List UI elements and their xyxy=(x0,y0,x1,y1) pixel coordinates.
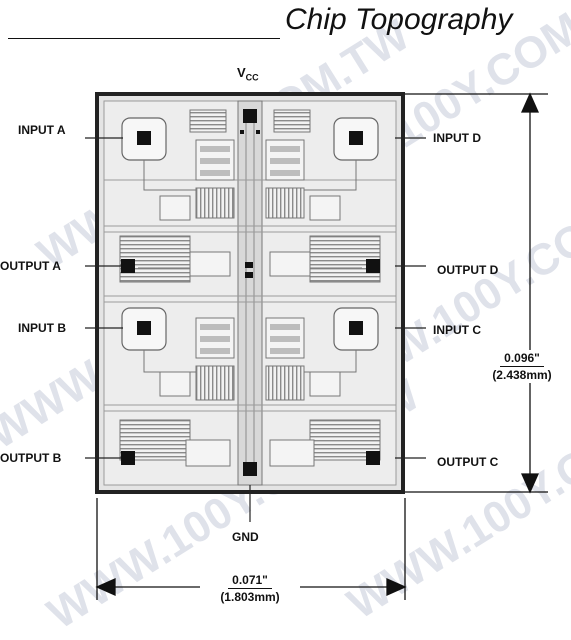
pin-label-input-c: INPUT C xyxy=(433,323,481,337)
height-dimension-label: 0.096" (2.438mm) xyxy=(472,350,571,383)
bond-pad-vcc xyxy=(243,109,257,123)
bond-pad-output-b xyxy=(121,451,135,465)
pin-label-input-b: INPUT B xyxy=(18,321,66,335)
page-title: Chip Topography xyxy=(285,3,513,36)
bond-pad-output-c xyxy=(366,451,380,465)
bond-pad-output-a xyxy=(121,259,135,273)
pin-label-vcc-v: V xyxy=(237,65,246,80)
height-mm: (2.438mm) xyxy=(492,368,552,382)
pin-label-input-a: INPUT A xyxy=(18,123,66,137)
bond-pad-input-d xyxy=(349,131,363,145)
pin-label-output-c: OUTPUT C xyxy=(437,455,499,469)
bond-pad-input-b xyxy=(137,321,151,335)
pin-label-output-d: OUTPUT D xyxy=(437,263,499,277)
width-mm: (1.803mm) xyxy=(220,590,280,604)
width-arrow-right xyxy=(386,577,407,597)
pin-label-output-b: OUTPUT B xyxy=(0,451,62,465)
pin-label-output-a: OUTPUT A xyxy=(0,259,61,273)
title-rule xyxy=(8,38,280,39)
pin-label-vcc-sub: CC xyxy=(245,72,259,83)
die-drawing xyxy=(85,92,548,600)
width-dimension-label: 0.071" (1.803mm) xyxy=(200,572,300,605)
pin-label-input-d: INPUT D xyxy=(433,131,481,145)
width-arrow-left xyxy=(95,577,116,597)
bond-pad-gnd xyxy=(243,462,257,476)
bond-pad-input-a xyxy=(137,131,151,145)
bond-pad-input-c xyxy=(349,321,363,335)
pin-label-vcc: VCC xyxy=(237,66,259,85)
width-inches: 0.071" xyxy=(228,572,272,589)
height-arrow-top xyxy=(520,92,540,113)
pin-label-gnd: GND xyxy=(232,530,259,544)
height-inches: 0.096" xyxy=(500,350,544,367)
bond-pad-output-d xyxy=(366,259,380,273)
height-arrow-bottom xyxy=(520,473,540,494)
